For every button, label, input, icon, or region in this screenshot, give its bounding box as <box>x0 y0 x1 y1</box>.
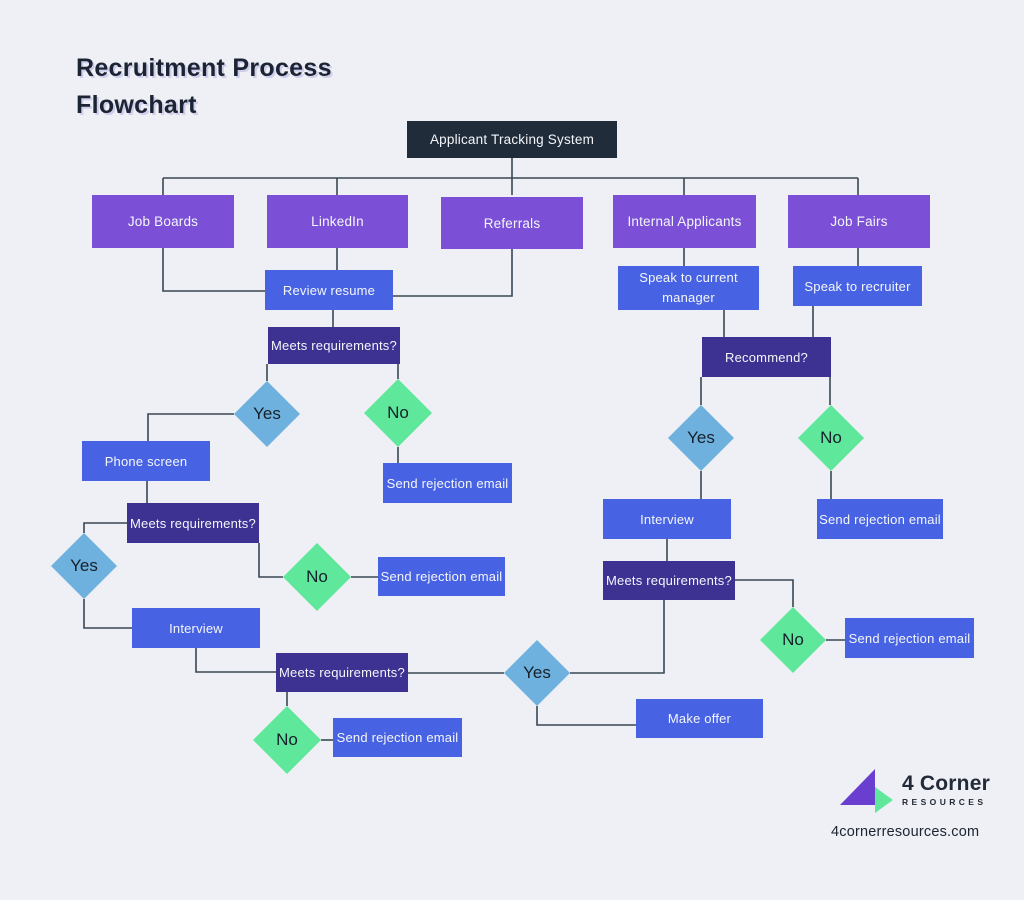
logo-mark-icon <box>840 769 893 813</box>
node-send-rejection-email-5: Send rejection email <box>845 618 974 658</box>
logo-text: 4 Corner RESOURCES <box>902 772 990 808</box>
node-make-offer: Make offer <box>636 699 763 738</box>
node-review-resume: Review resume <box>265 270 393 310</box>
page-title-line2: Flowchart <box>76 91 197 119</box>
brand-tagline: RESOURCES <box>902 797 987 807</box>
node-meets-requirements-1: Meets requirements? <box>268 327 400 364</box>
node-applicant-tracking-system: Applicant Tracking System <box>407 121 617 158</box>
node-referrals: Referrals <box>441 197 583 249</box>
node-recommend: Recommend? <box>702 337 831 377</box>
node-meets-requirements-4: Meets requirements? <box>603 561 735 600</box>
node-interview-2: Interview <box>603 499 731 539</box>
node-linkedin: LinkedIn <box>267 195 408 248</box>
node-phone-screen: Phone screen <box>82 441 210 481</box>
page-title: Recruitment Process Flowchart <box>76 50 332 124</box>
logo: 4 Corner RESOURCES <box>838 765 990 815</box>
brand-name: 4 Corner <box>902 772 990 795</box>
decision-yes-4: Yes <box>668 405 734 471</box>
website-url: 4cornerresources.com <box>831 824 980 840</box>
node-meets-requirements-3: Meets requirements? <box>276 653 408 692</box>
decision-yes-2: Yes <box>51 533 117 599</box>
decision-yes-3: Yes <box>504 640 570 706</box>
decision-yes-1: Yes <box>234 381 300 447</box>
node-send-rejection-email-3: Send rejection email <box>333 718 462 757</box>
node-send-rejection-email-2: Send rejection email <box>378 557 505 596</box>
node-speak-to-current-manager: Speak to current manager <box>618 266 759 310</box>
node-speak-to-recruiter: Speak to recruiter <box>793 266 922 306</box>
node-job-fairs: Job Fairs <box>788 195 930 248</box>
node-interview-1: Interview <box>132 608 260 648</box>
decision-no-3: No <box>253 706 321 774</box>
decision-no-1: No <box>364 379 432 447</box>
decision-no-4: No <box>798 405 864 471</box>
node-send-rejection-email-4: Send rejection email <box>817 499 943 539</box>
decision-no-5: No <box>760 607 826 673</box>
node-internal-applicants: Internal Applicants <box>613 195 756 248</box>
decision-no-2: No <box>283 543 351 611</box>
page-title-line1: Recruitment Process <box>76 54 332 82</box>
node-job-boards: Job Boards <box>92 195 234 248</box>
node-send-rejection-email-1: Send rejection email <box>383 463 512 503</box>
node-meets-requirements-2: Meets requirements? <box>127 503 259 543</box>
